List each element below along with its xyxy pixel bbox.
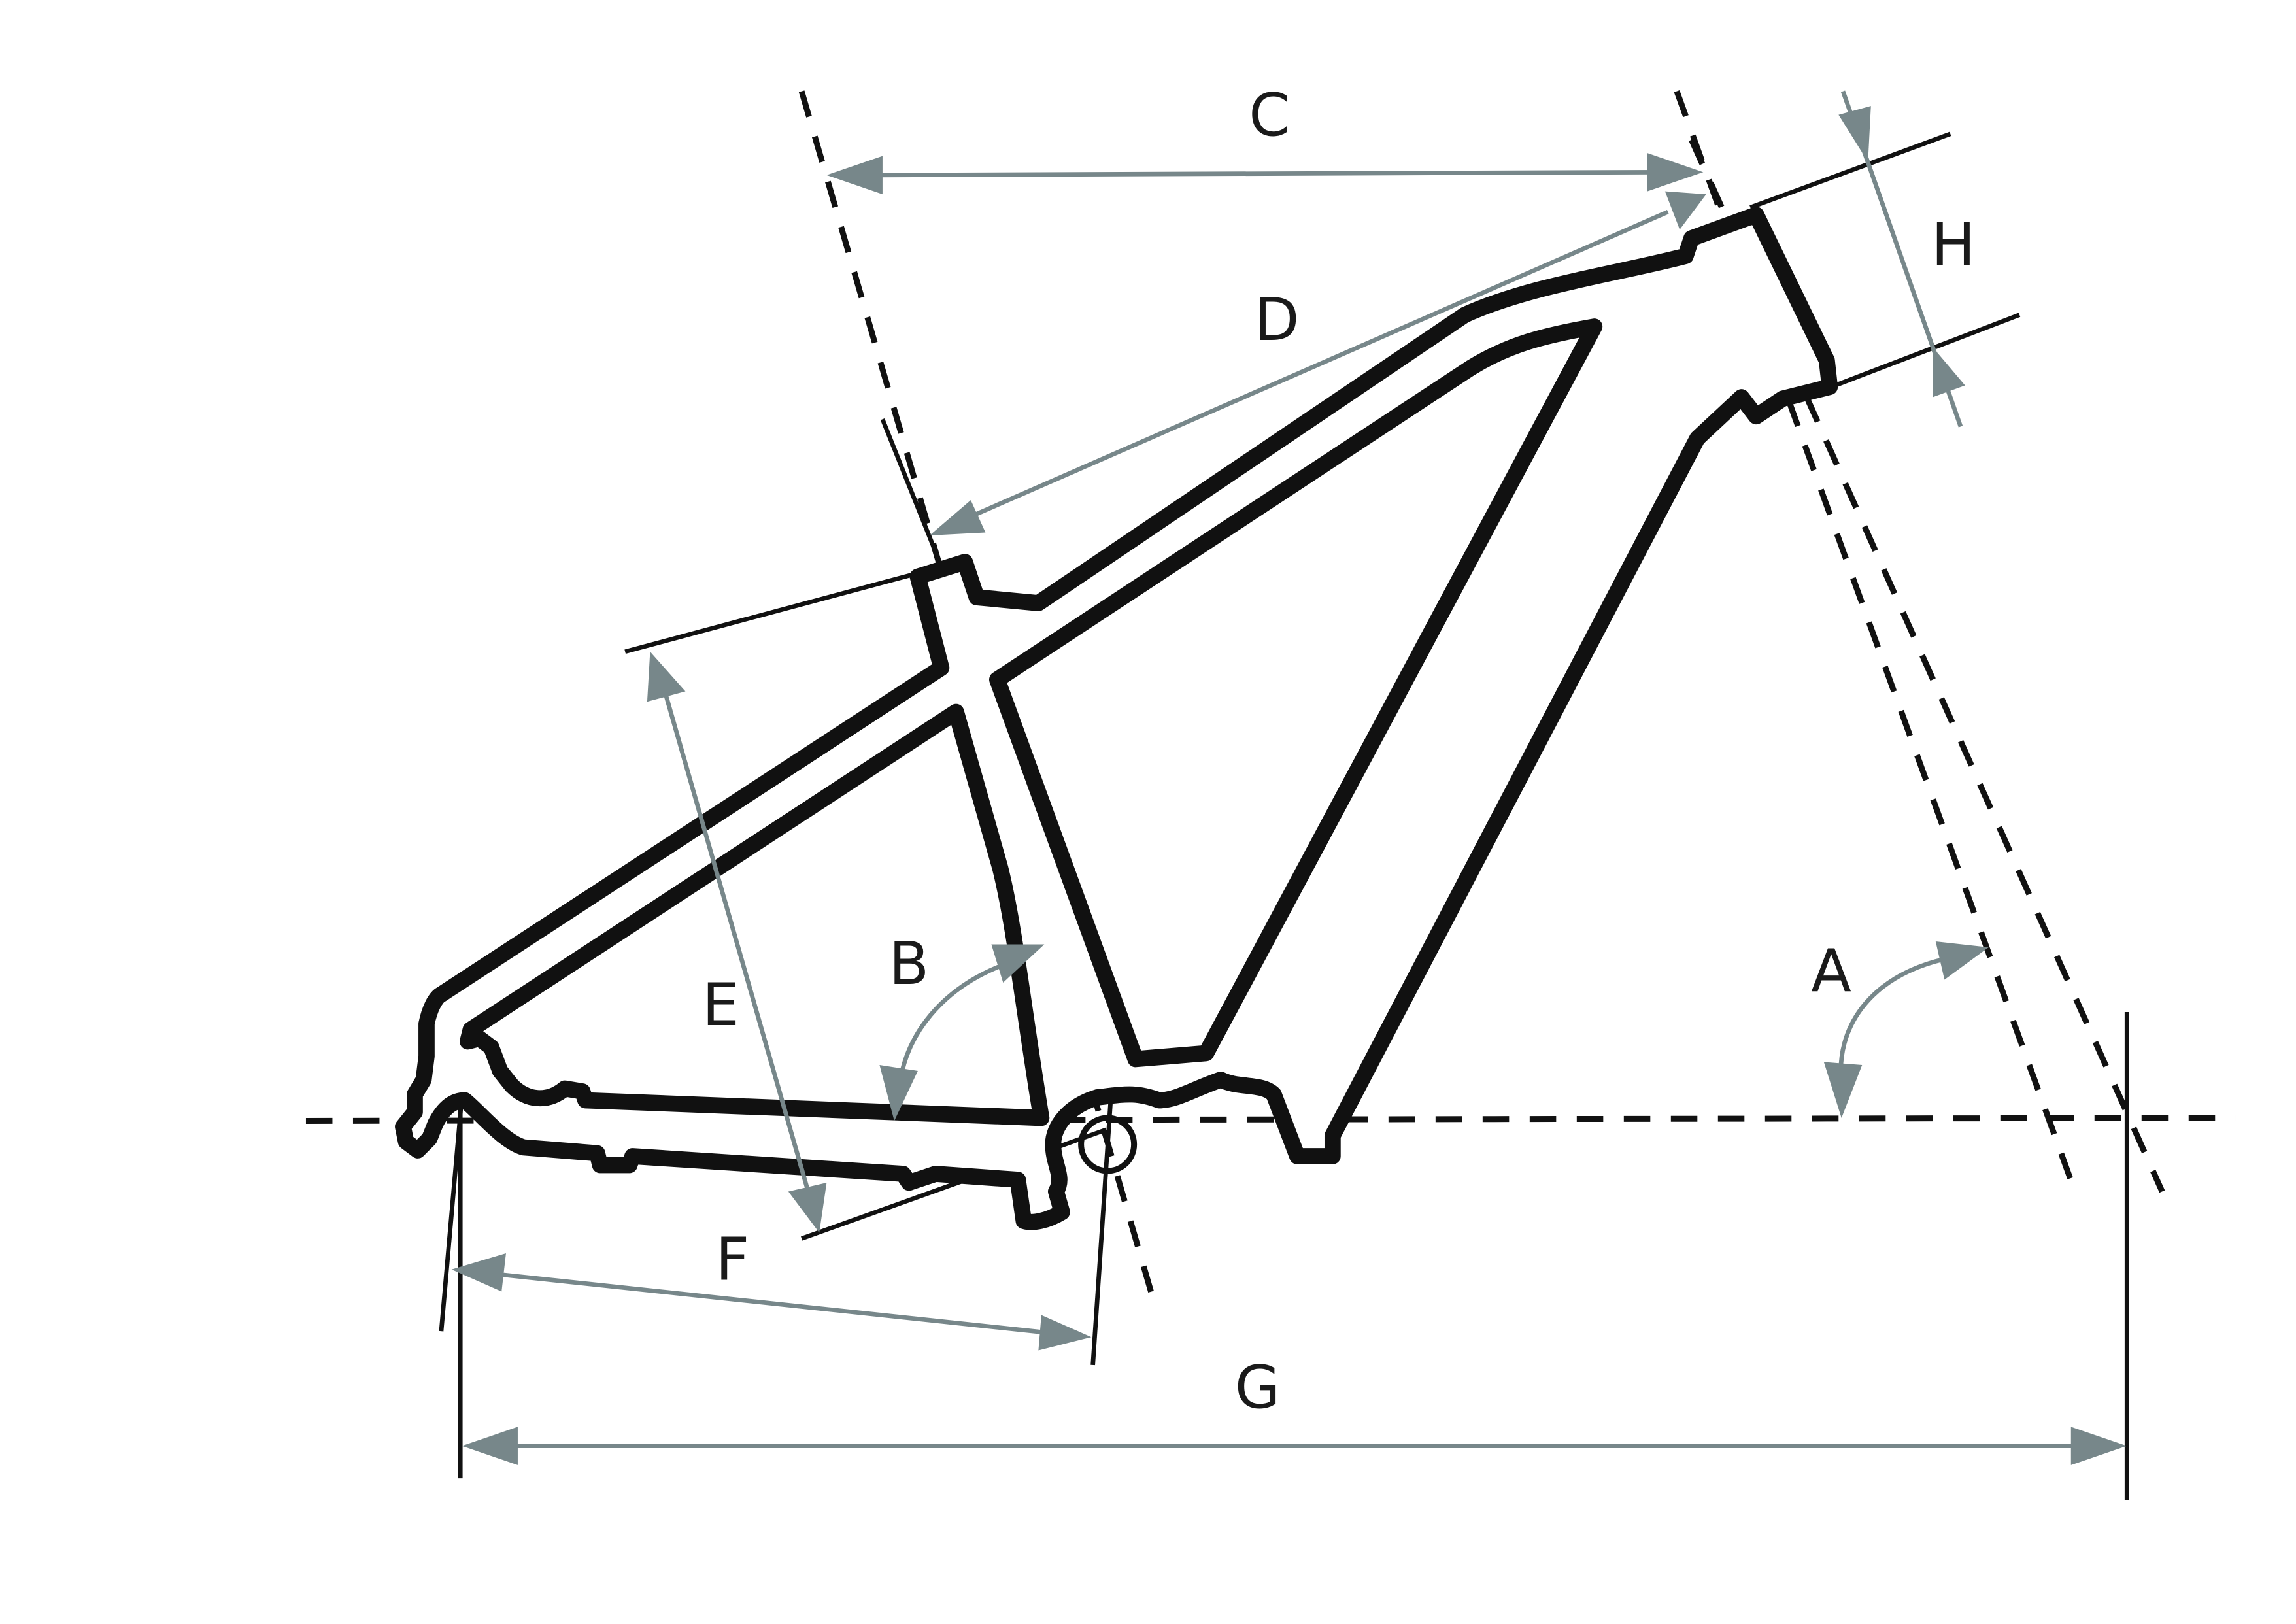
dimension-e-arrowhead-top [647, 651, 686, 702]
label-f: F [716, 1225, 750, 1294]
dimension-b-arrowhead-bottom [879, 1064, 918, 1121]
dimension-b-arc [898, 962, 1004, 1083]
bb-vertical-line [1090, 1058, 1116, 1366]
label-b: B [889, 930, 930, 998]
dimension-h-arrowhead-top [1838, 106, 1871, 162]
dimension-labels: C D H B E A F G [702, 81, 1976, 1422]
dimension-d-arrowhead-left [929, 500, 986, 536]
dimension-arrows [451, 90, 2127, 1465]
dimension-h-arrowhead-bottom [1933, 347, 1965, 398]
horizontal-reference-line [305, 1115, 2236, 1124]
dimension-a-arc [1838, 956, 1946, 1083]
head-tube-top-extension [1749, 131, 1951, 210]
label-c: C [1249, 81, 1290, 150]
dimension-e-line [662, 690, 811, 1195]
label-g: G [1235, 1353, 1281, 1422]
dimension-a-arrowhead-right [1935, 941, 1989, 980]
dimension-d-arrowhead-right [1664, 191, 1706, 230]
dimension-a-arrowhead-bottom [1823, 1062, 1863, 1118]
dimension-d-line [967, 209, 1669, 520]
label-h: H [1931, 211, 1976, 279]
front-triangle-opening [989, 318, 1603, 1068]
dimension-c-arrowhead-right [1647, 153, 1704, 192]
dimension-f-line [494, 1272, 1048, 1335]
dimension-g-arrowhead-right [2070, 1427, 2127, 1465]
head-tube-bottom-extension [1830, 313, 2021, 389]
bottom-bracket-circle [1078, 1115, 1138, 1174]
bike-frame [395, 207, 1838, 1230]
label-d: D [1254, 286, 1299, 354]
dimension-e-arrowhead-bottom [788, 1182, 827, 1233]
dimension-g-arrowhead-left [462, 1427, 518, 1465]
dimension-b-arrowhead-right [991, 944, 1045, 983]
dimension-f-arrowhead-right [1038, 1315, 1092, 1351]
dimension-c-line [870, 169, 1663, 178]
dimension-f-arrowhead-left [451, 1253, 506, 1292]
rear-triangle-opening [460, 703, 1050, 1126]
seat-tube-guide-line [880, 418, 944, 567]
label-a: A [1811, 937, 1851, 1006]
dimension-c-arrowhead-left [826, 156, 883, 195]
label-e: E [702, 971, 739, 1040]
